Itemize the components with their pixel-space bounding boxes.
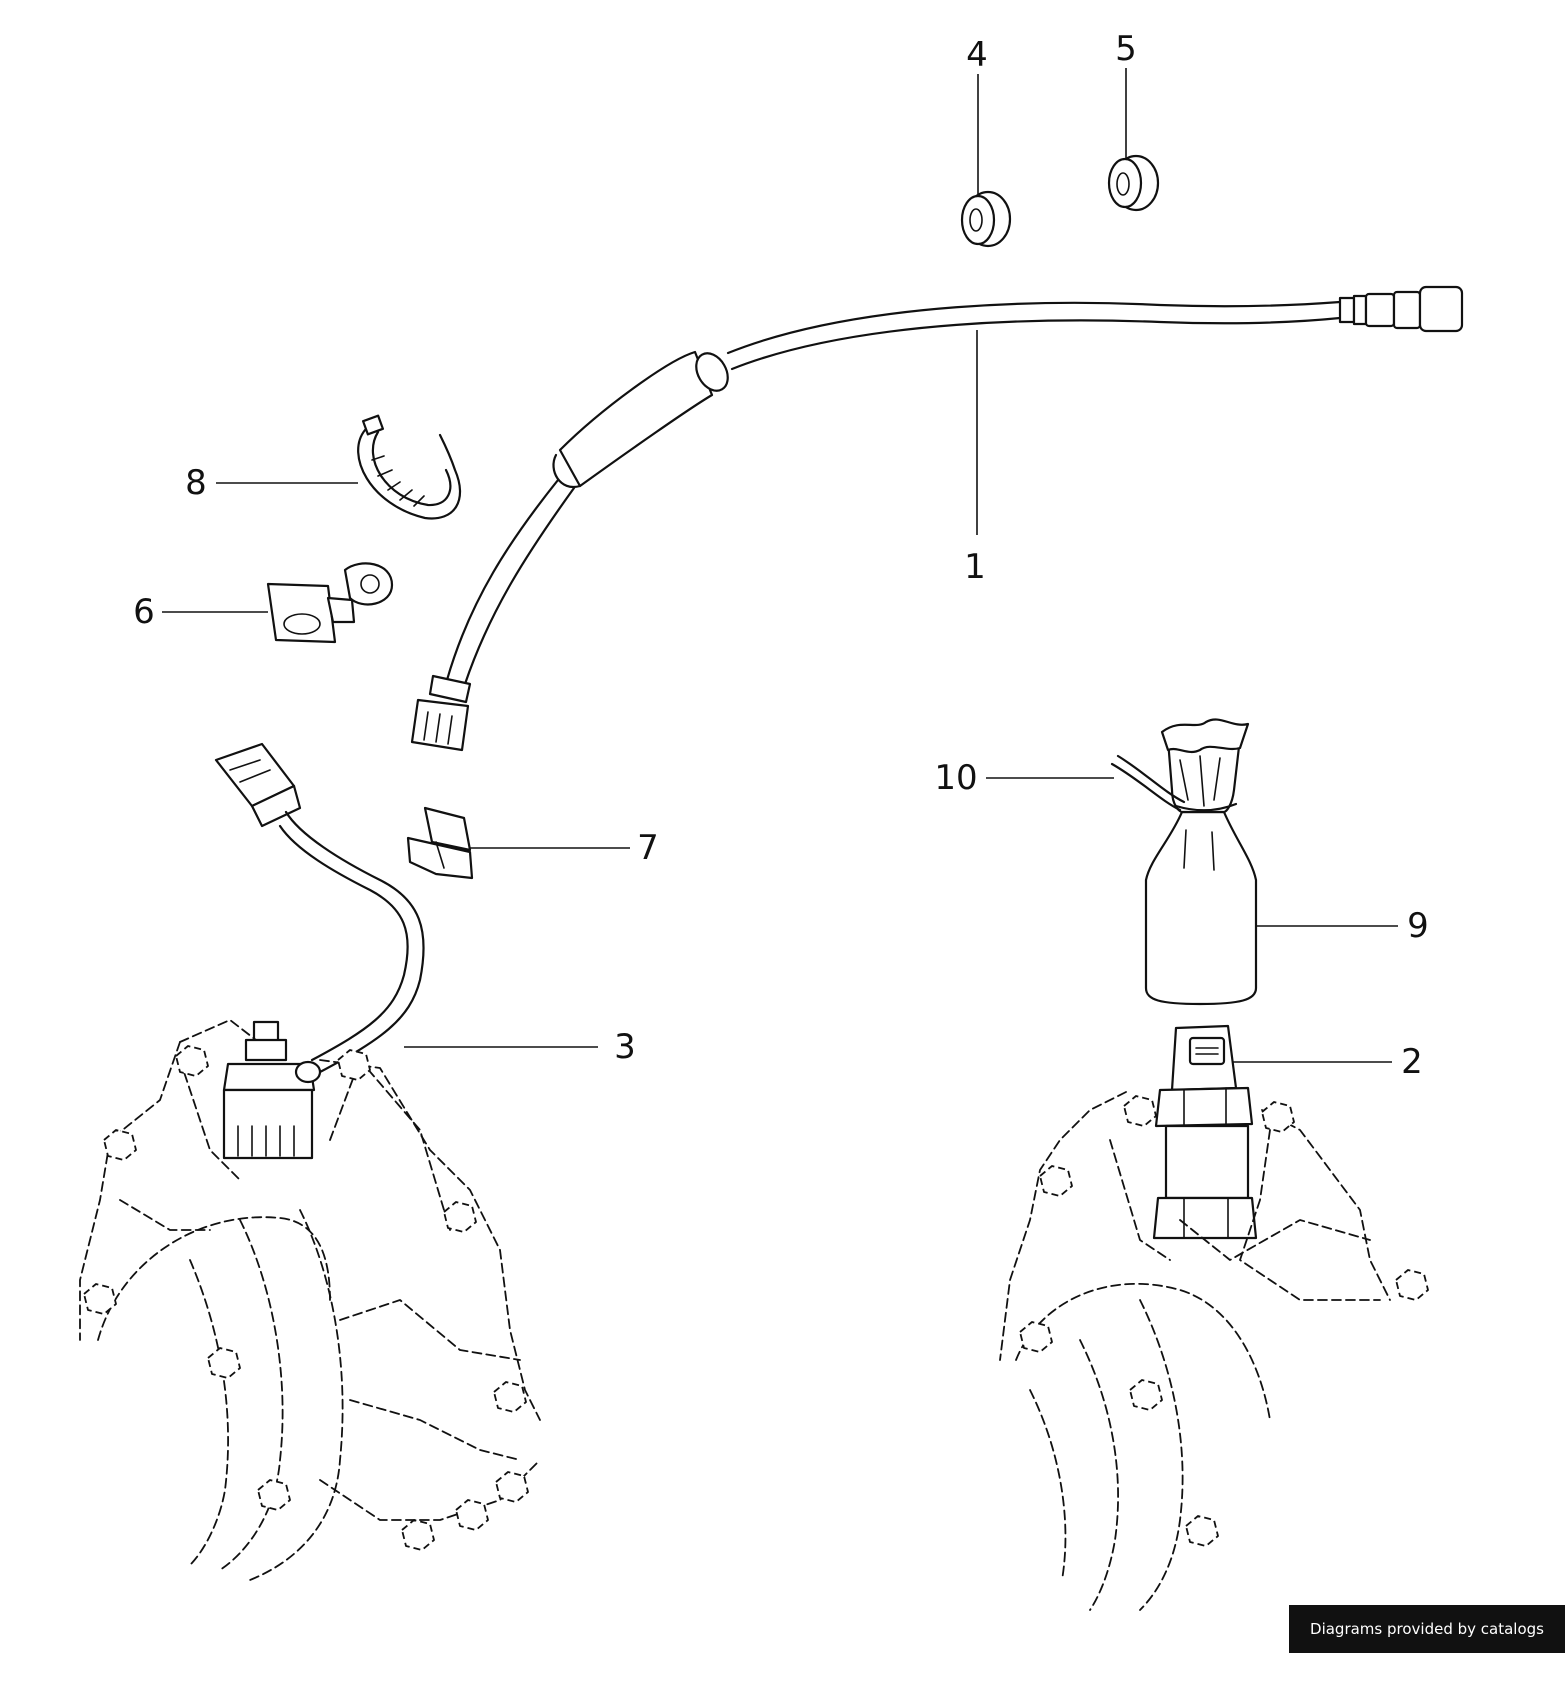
exploded-parts-diagram: 1 2 3 4 5 6 7 8 9 10 — [79, 29, 1464, 1611]
part-7-clip — [406, 806, 474, 880]
callout-7: 7 — [637, 828, 659, 868]
part-5-grommet — [1107, 154, 1160, 212]
leader-lines — [162, 68, 1398, 1063]
callout-9: 9 — [1407, 906, 1429, 946]
part-10-tie-wrap — [1110, 754, 1186, 812]
callout-1: 1 — [964, 547, 986, 587]
callout-10: 10 — [934, 758, 977, 798]
credit-badge: Diagrams provided by catalogs parts — [1289, 1605, 1565, 1686]
part-4-grommet — [960, 190, 1012, 248]
part-8-cable-band — [357, 414, 462, 520]
left-transmission-housing — [79, 1019, 541, 1581]
part-9-grease-bottle — [1144, 718, 1258, 1006]
part-2-speed-sensor — [1152, 1024, 1258, 1240]
callout-3: 3 — [614, 1027, 636, 1067]
callout-5: 5 — [1115, 29, 1137, 69]
callout-8: 8 — [185, 463, 207, 503]
part-3-sensor-harness — [214, 742, 425, 1160]
callout-2: 2 — [1401, 1042, 1423, 1082]
callout-labels: 1 2 3 4 5 6 7 8 9 10 — [133, 29, 1429, 1082]
right-transmission-housing — [999, 1091, 1429, 1611]
part-6-clamp — [266, 562, 394, 644]
callout-6: 6 — [133, 592, 155, 632]
callout-4: 4 — [966, 35, 988, 75]
part-1-sensor-cable — [410, 285, 1464, 752]
